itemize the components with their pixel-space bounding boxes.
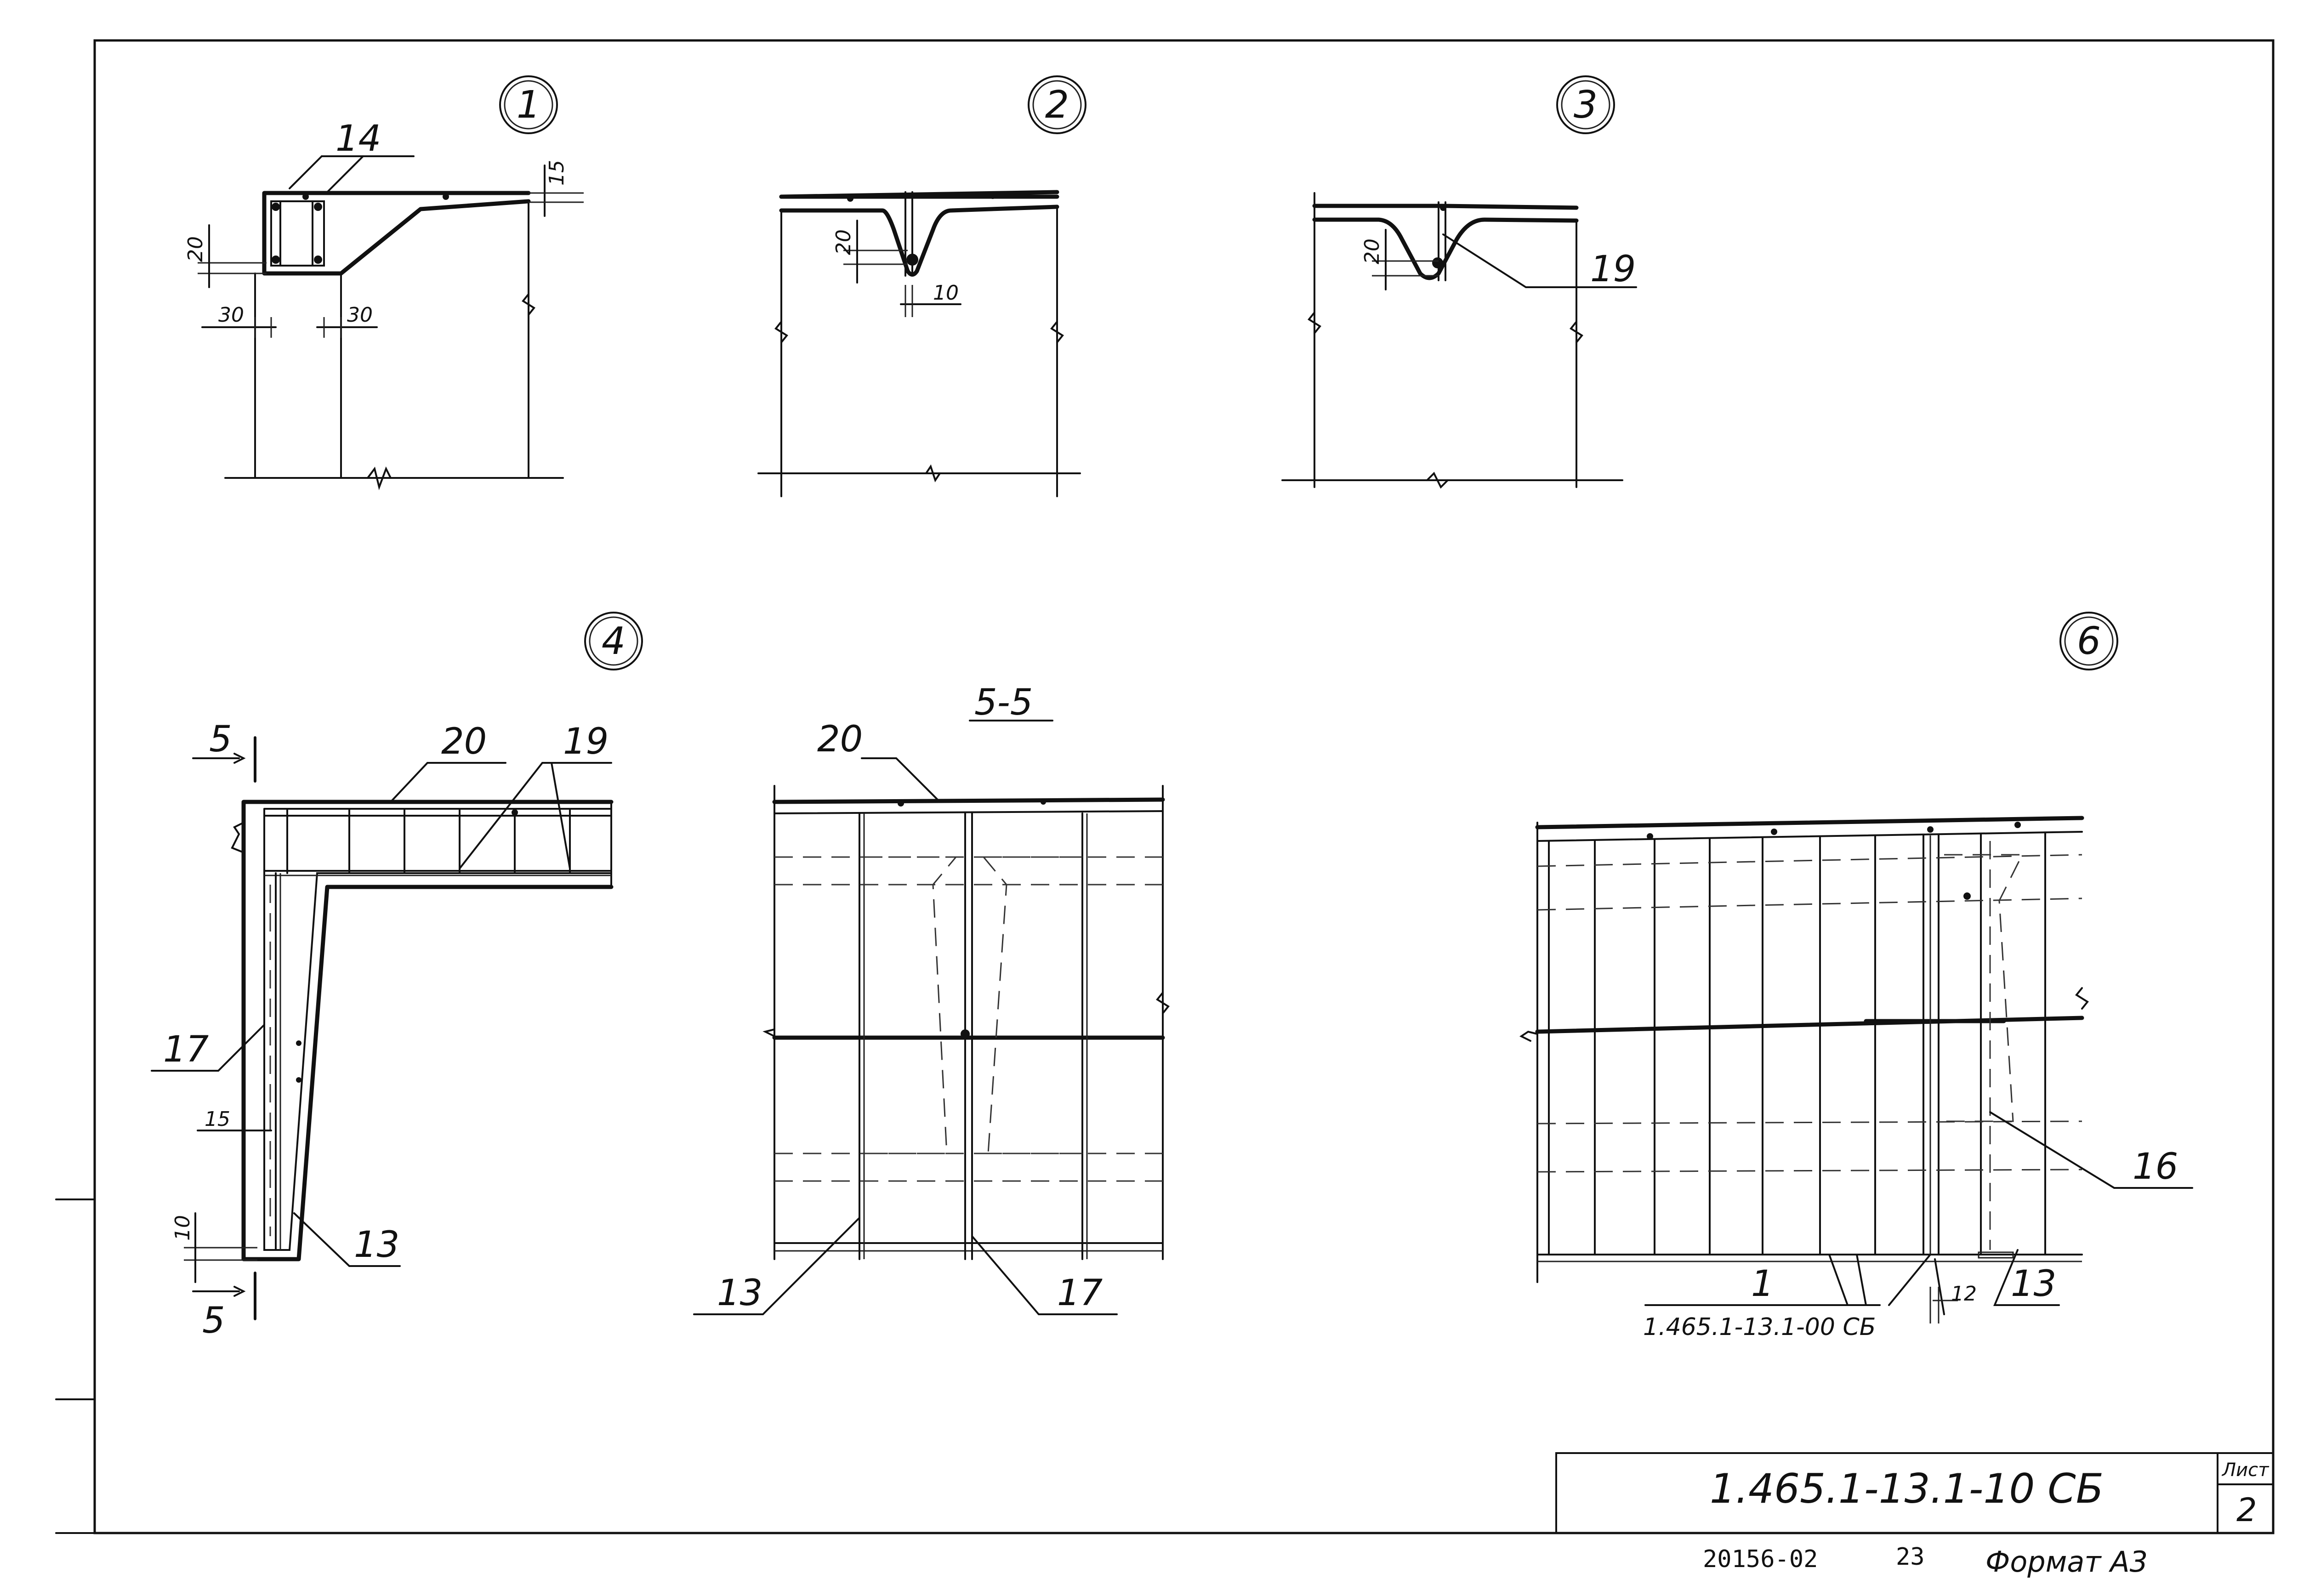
detail-2-marker: 2 — [1028, 75, 1086, 134]
footer-format: Формат А3 — [1985, 1545, 2148, 1579]
section-5-5-hidden-lines — [774, 856, 1163, 1182]
title-block: 1.465.1-13.1-10 СБ Лист 2 — [1555, 1452, 2274, 1534]
detail-6-dim-12: 12 — [1951, 1282, 1977, 1306]
detail-1-number: 1 — [517, 83, 540, 127]
section-5-5-verticals — [859, 812, 1088, 1260]
drawing-frame — [55, 39, 2275, 1534]
detail-1-marker: 1 — [499, 75, 558, 134]
section-5-5-callout-20: 20 — [817, 719, 863, 760]
detail-1-dim-20: 20 — [184, 236, 207, 262]
detail-4-callout-13: 13 — [354, 1224, 399, 1266]
detail-2-dim-10: 10 — [933, 281, 959, 305]
section-5-5-title: 5-5 — [974, 682, 1033, 723]
detail-4-marker: 4 — [584, 612, 643, 670]
detail-3-dim-20: 20 — [1360, 239, 1384, 264]
section-5-5-callout-17: 17 — [1057, 1272, 1103, 1314]
section-5-5: 5-5 20 13 17 — [693, 682, 1170, 1315]
footer: 20156-02 23 Формат А3 — [1703, 1543, 2148, 1579]
detail-2-number: 2 — [1045, 83, 1069, 127]
title-block-sheet-number: 2 — [2236, 1491, 2257, 1529]
detail-2: 2 20 10 — [757, 75, 1086, 497]
detail-4-number: 4 — [602, 619, 626, 663]
detail-4-dim-15: 15 — [205, 1108, 230, 1131]
detail-6-reference: 1.465.1-13.1-00 СБ — [1643, 1313, 1876, 1341]
detail-1-dim-30-left: 30 — [218, 303, 244, 327]
title-block-sheet-label: Лист — [2221, 1460, 2270, 1481]
footer-inventory: 20156-02 — [1703, 1545, 1818, 1573]
detail-6-marker: 6 — [2059, 612, 2118, 670]
detail-1: 1 14 15 20 30 30 — [184, 75, 584, 490]
detail-6-callout-1: 1 — [1751, 1263, 1774, 1305]
detail-4-dim-10: 10 — [171, 1215, 194, 1241]
detail-4-callout-20: 20 — [441, 721, 487, 762]
title-block-designation: 1.465.1-13.1-10 СБ — [1710, 1465, 2104, 1512]
detail-3-marker: 3 — [1556, 75, 1615, 134]
detail-6-verticals — [1548, 832, 2046, 1255]
detail-1-callout-14: 14 — [336, 118, 381, 159]
detail-3-number: 3 — [1574, 83, 1598, 127]
detail-4: 4 5 5 20 19 — [151, 612, 643, 1341]
detail-1-dim-15: 15 — [545, 160, 569, 186]
footer-number: 23 — [1896, 1543, 1925, 1571]
detail-4-stirrups — [286, 809, 571, 874]
detail-6-callout-16: 16 — [2133, 1146, 2178, 1187]
detail-3-callout-19: 19 — [1590, 249, 1636, 290]
detail-2-dim-20: 20 — [832, 229, 855, 255]
detail-4-section-mark-top: 5 — [209, 719, 232, 760]
detail-4-callout-19: 19 — [563, 721, 609, 762]
detail-6-callout-13: 13 — [2011, 1263, 2056, 1305]
detail-4-callout-17: 17 — [163, 1029, 209, 1070]
detail-1-dim-30-right: 30 — [347, 303, 373, 327]
detail-6-number: 6 — [2077, 619, 2101, 663]
detail-6: 6 — [1519, 612, 2193, 1341]
detail-4-section-mark-bottom: 5 — [202, 1300, 225, 1341]
section-5-5-callout-13: 13 — [717, 1272, 762, 1314]
detail-3: 3 20 19 — [1281, 75, 1637, 489]
detail-6-hidden-lines — [1537, 841, 2082, 1250]
